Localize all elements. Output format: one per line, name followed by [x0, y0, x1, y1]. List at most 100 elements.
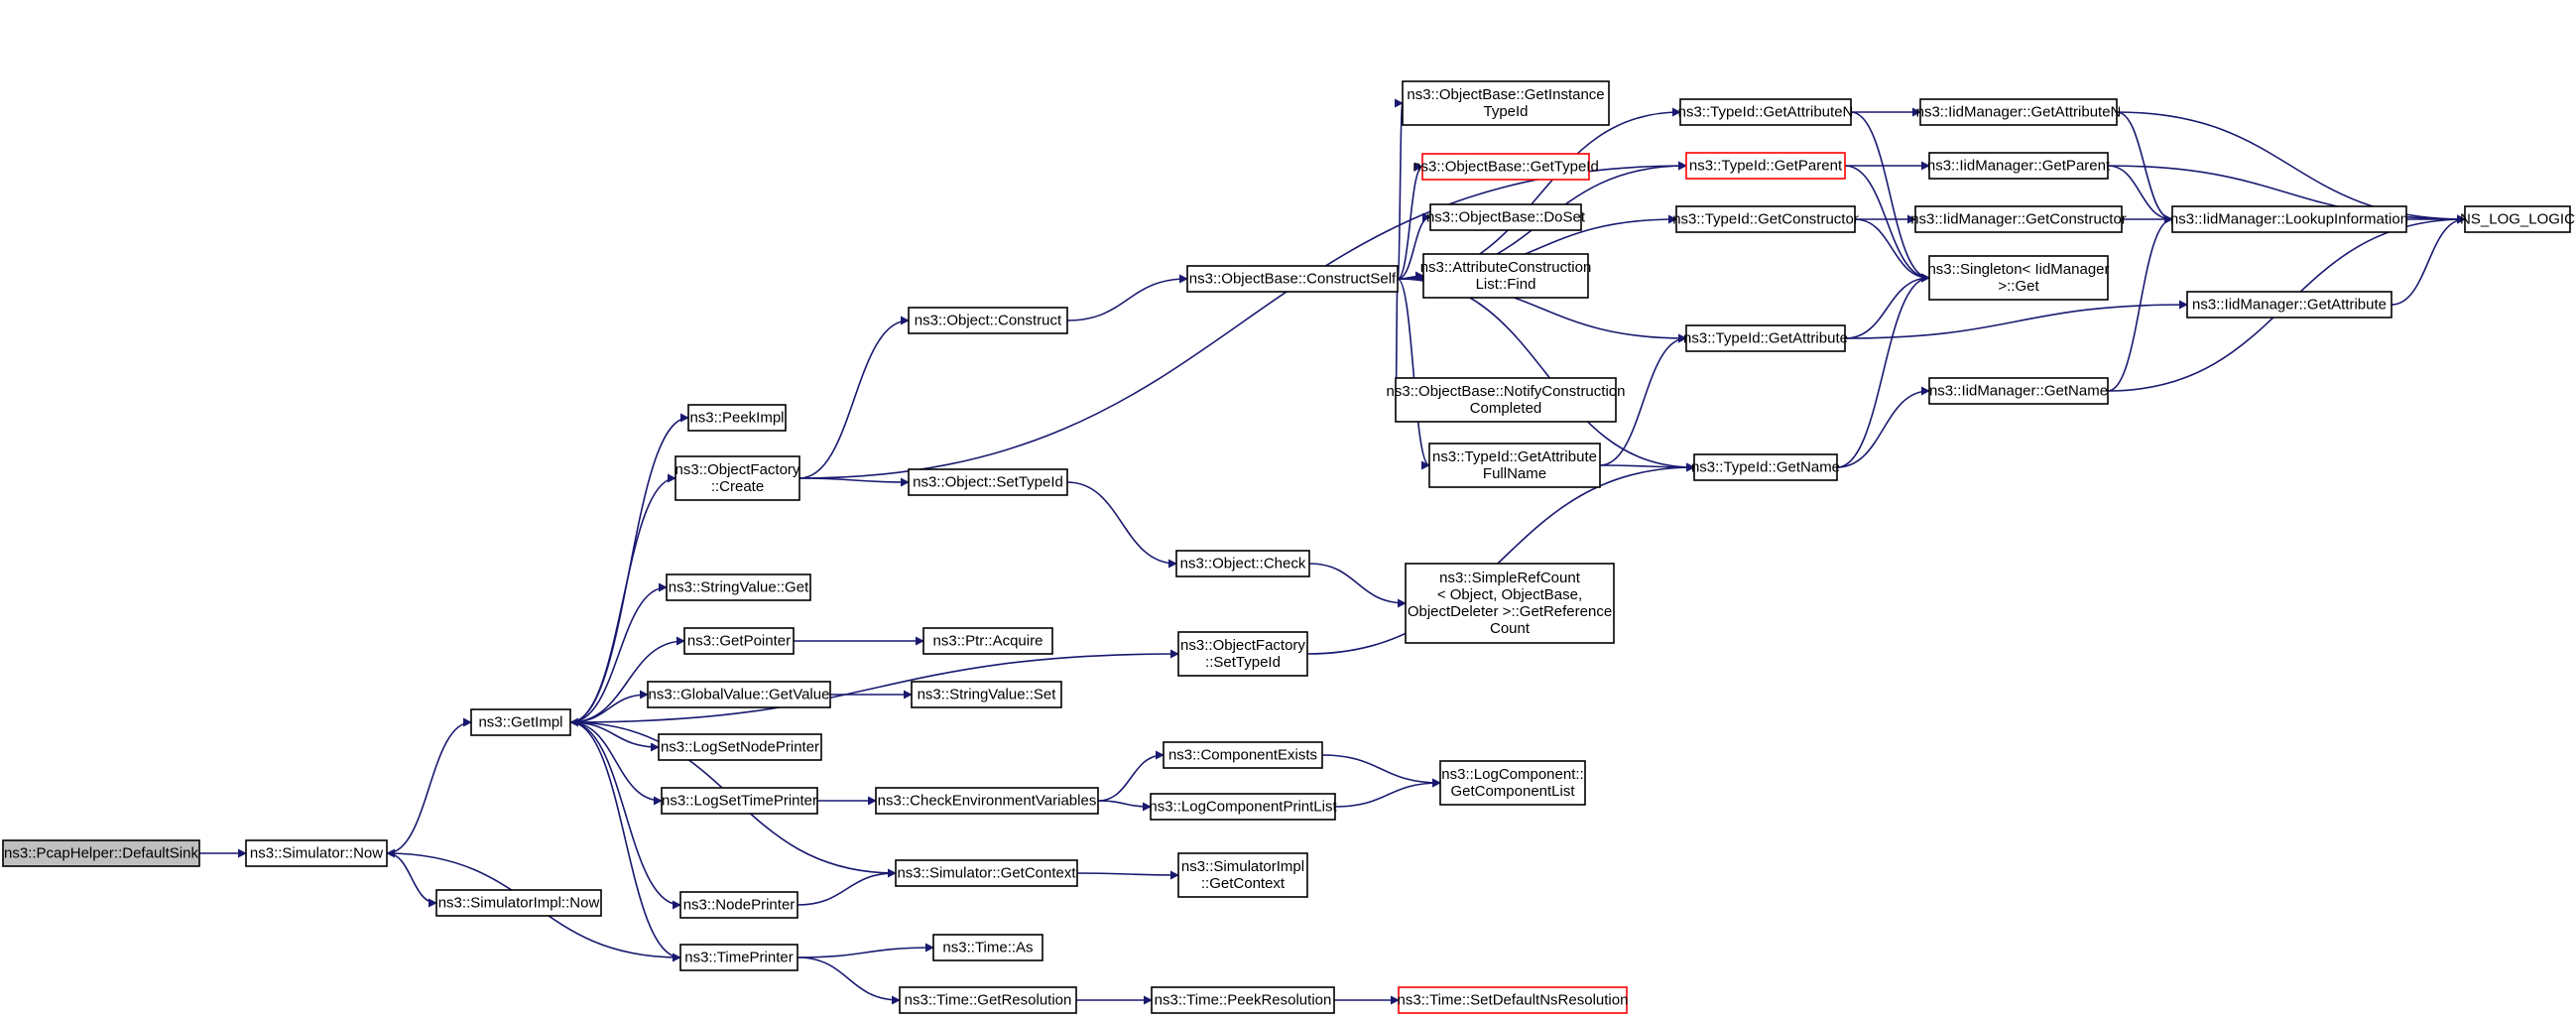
- node-checkenv[interactable]: ns3::CheckEnvironmentVariables: [875, 787, 1099, 815]
- node-box: [1439, 760, 1586, 806]
- node-sim_getcontext[interactable]: ns3::Simulator::GetContext: [895, 859, 1078, 887]
- node-ptr_acquire[interactable]: ns3::Ptr::Acquire: [922, 627, 1053, 655]
- node-box: [899, 986, 1077, 1014]
- edge-nodeprinter-to-sim_getcontext: [797, 868, 897, 906]
- node-sv_set[interactable]: ns3::StringValue::Set: [911, 681, 1062, 708]
- node-ob_notify[interactable]: ns3::ObjectBase::NotifyConstructionCompl…: [1387, 377, 1626, 423]
- node-of_settypeid[interactable]: ns3::ObjectFactory::SetTypeId: [1177, 631, 1308, 677]
- node-of_create[interactable]: ns3::ObjectFactory::Create: [675, 455, 800, 501]
- node-box: [661, 787, 818, 815]
- node-label: ns3::Object::Check: [1180, 556, 1306, 573]
- node-label: ObjectDeleter >::GetReference: [1408, 603, 1612, 620]
- node-tid_getconstructor[interactable]: ns3::TypeId::GetConstructor: [1672, 205, 1859, 233]
- node-tid_getattr[interactable]: ns3::TypeId::GetAttribute: [1683, 324, 1848, 352]
- node-box: [1150, 793, 1336, 821]
- node-label: ns3::TypeId::GetName: [1691, 459, 1840, 476]
- node-logsetnode[interactable]: ns3::LogSetNodePrinter: [658, 733, 822, 761]
- node-compexists[interactable]: ns3::ComponentExists: [1163, 741, 1323, 769]
- node-sv_get[interactable]: ns3::StringValue::Get: [666, 573, 811, 601]
- node-peekimpl[interactable]: ns3::PeekImpl: [687, 404, 787, 432]
- node-label: ns3::Time::GetResolution: [905, 992, 1072, 1009]
- node-sim_now[interactable]: ns3::Simulator::Now: [245, 839, 388, 867]
- node-label: ns3::SimpleRefCount: [1439, 570, 1581, 586]
- node-simplerefcount[interactable]: ns3::SimpleRefCount< Object, ObjectBase,…: [1405, 563, 1615, 644]
- node-box: [658, 733, 822, 761]
- node-logcompprint[interactable]: ns3::LogComponentPrintList: [1149, 793, 1337, 821]
- node-obj_check[interactable]: ns3::Object::Check: [1175, 550, 1310, 577]
- node-pcaphelper[interactable]: ns3::PcapHelper::DefaultSink: [2, 839, 200, 867]
- node-simimpl_getcontext[interactable]: ns3::SimulatorImpl::GetContext: [1177, 852, 1308, 898]
- node-label: ns3::IidManager::LookupInformation: [2170, 211, 2408, 228]
- node-box: [470, 708, 571, 736]
- node-iid_lookup[interactable]: ns3::IidManager::LookupInformation: [2170, 205, 2408, 233]
- node-logsettime[interactable]: ns3::LogSetTimePrinter: [661, 787, 818, 815]
- node-box: [1428, 443, 1601, 488]
- node-ns_log_logic[interactable]: NS_LOG_LOGIC: [2460, 205, 2575, 233]
- node-simimpl_now[interactable]: ns3::SimulatorImpl::Now: [435, 889, 602, 917]
- node-tid_getparent[interactable]: ns3::TypeId::GetParent: [1685, 152, 1846, 180]
- edge-checkenv-to-logcompprint: [1097, 800, 1152, 812]
- node-label: Count: [1490, 620, 1531, 637]
- edge-tid_getparent-to-singleton_get: [1844, 165, 1930, 283]
- node-getpointer[interactable]: ns3::GetPointer: [683, 627, 795, 655]
- node-logcomp_getlist[interactable]: ns3::LogComponent::GetComponentList: [1439, 760, 1586, 806]
- node-box: [687, 404, 787, 432]
- edge-iid_getattrn-to-iid_lookup: [2116, 111, 2173, 224]
- node-label: ns3::SimulatorImpl::Now: [438, 895, 600, 912]
- node-getimpl[interactable]: ns3::GetImpl: [470, 708, 571, 736]
- node-singleton_get[interactable]: ns3::Singleton< IidManager>::Get: [1927, 255, 2110, 301]
- node-ob_constructself[interactable]: ns3::ObjectBase::ConstructSelf: [1186, 265, 1399, 293]
- node-label: ns3::ObjectFactory: [675, 461, 800, 478]
- edge-iid_getname-to-iid_lookup: [2107, 214, 2173, 392]
- node-label: ns3::ObjectBase::DoSet: [1426, 209, 1586, 226]
- node-box: [1685, 152, 1846, 180]
- node-tid_getattrn[interactable]: ns3::TypeId::GetAttributeN: [1678, 98, 1854, 126]
- node-box: [908, 468, 1068, 496]
- node-iid_getname[interactable]: ns3::IidManager::GetName: [1928, 377, 2109, 405]
- node-label: ns3::PeekImpl: [689, 410, 784, 427]
- node-label: ns3::ComponentExists: [1168, 747, 1317, 764]
- node-box: [2186, 291, 2392, 318]
- edge-tid_getattr-to-iid_getattr: [1844, 300, 2188, 339]
- node-tid_getname[interactable]: ns3::TypeId::GetName: [1691, 453, 1840, 481]
- node-gv_getvalue[interactable]: ns3::GlobalValue::GetValue: [647, 681, 831, 708]
- node-box: [666, 573, 811, 601]
- node-box: [647, 681, 831, 708]
- node-iid_getattrn[interactable]: ns3::IidManager::GetAttributeN: [1916, 98, 2122, 126]
- node-time_getres[interactable]: ns3::Time::GetResolution: [899, 986, 1077, 1014]
- node-ob_doset[interactable]: ns3::ObjectBase::DoSet: [1426, 203, 1586, 231]
- node-time_peekres[interactable]: ns3::Time::PeekResolution: [1151, 986, 1335, 1014]
- node-time_setdefault[interactable]: ns3::Time::SetDefaultNsResolution: [1398, 986, 1629, 1014]
- node-label: ns3::IidManager::GetAttributeN: [1916, 104, 2122, 121]
- node-obj_settypeid[interactable]: ns3::Object::SetTypeId: [908, 468, 1068, 496]
- edge-iid_getattrn-to-ns_log_logic: [2116, 111, 2466, 224]
- node-timeprinter[interactable]: ns3::TimePrinter: [679, 944, 798, 971]
- node-obj_construct[interactable]: ns3::Object::Construct: [908, 307, 1068, 334]
- edge-iid_getattr-to-ns_log_logic: [2391, 214, 2466, 306]
- node-ob_gettypeid[interactable]: ns3::ObjectBase::GetTypeId: [1412, 153, 1599, 181]
- node-box: [2171, 205, 2407, 233]
- node-iid_getconstructor[interactable]: ns3::IidManager::GetConstructor: [1910, 205, 2127, 233]
- node-label: List::Find: [1476, 276, 1536, 293]
- node-label: Completed: [1470, 400, 1542, 417]
- node-iid_getattr[interactable]: ns3::IidManager::GetAttribute: [2186, 291, 2392, 318]
- node-box: [911, 681, 1062, 708]
- node-nodeprinter[interactable]: ns3::NodePrinter: [679, 891, 798, 919]
- node-label: ns3::LogComponent::: [1441, 766, 1583, 783]
- node-box: [1928, 255, 2109, 301]
- node-box: [675, 455, 800, 501]
- node-iid_getparent[interactable]: ns3::IidManager::GetParent: [1927, 152, 2111, 180]
- node-label: ns3::StringValue::Set: [918, 687, 1057, 703]
- node-label: ns3::ObjectBase::ConstructSelf: [1189, 271, 1397, 288]
- node-time_as[interactable]: ns3::Time::As: [932, 934, 1043, 961]
- node-label: ns3::SimulatorImpl: [1181, 858, 1304, 875]
- node-box: [2464, 205, 2571, 233]
- node-label: ns3::TimePrinter: [684, 950, 793, 966]
- edge-checkenv-to-compexists: [1097, 750, 1165, 802]
- node-label: ns3::IidManager::GetAttribute: [2192, 297, 2387, 314]
- edge-of_create-to-tid_getparent: [798, 161, 1687, 479]
